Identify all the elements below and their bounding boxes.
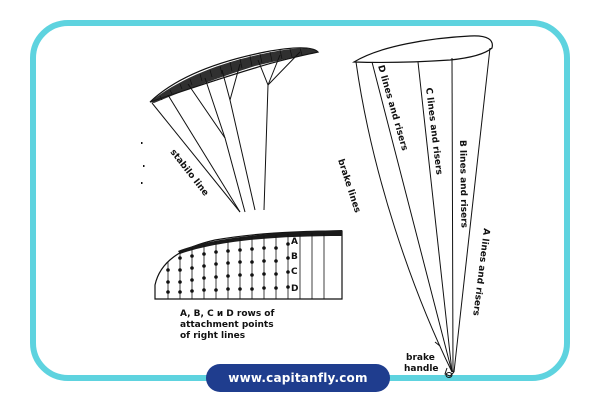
planform-leading-edge	[178, 230, 342, 254]
frame-border	[30, 20, 570, 381]
canopy-top-view: stabilo line	[141, 47, 320, 213]
planform-outline	[154, 230, 343, 300]
canopy-leading-edge	[150, 48, 318, 103]
attachment-points	[166, 242, 290, 294]
canopy-ribs	[159, 47, 303, 101]
c-lines-label: C lines and risers	[423, 87, 444, 175]
side-view: D lines and risers C lines and risers B …	[335, 35, 493, 378]
a-lines-label: A lines and risers	[470, 228, 491, 317]
caption-line-1: A, B, C и D rows of	[180, 309, 274, 319]
b-lines-label: B lines and risers	[457, 140, 469, 228]
row-d-label: D	[291, 284, 298, 294]
brake-handle-grip	[445, 372, 453, 378]
suspension-lines	[151, 51, 301, 213]
website-badge[interactable]: www.capitanfly.com	[206, 364, 390, 392]
brake-handle-label-2: handle	[404, 364, 439, 374]
row-c-label: C	[291, 267, 298, 277]
side-canopy	[351, 35, 493, 63]
caption-line-3: of right lines	[180, 331, 245, 341]
row-b-label: B	[291, 252, 298, 262]
caption-line-2: attachment points	[180, 320, 274, 330]
website-url: www.capitanfly.com	[228, 371, 368, 385]
stray-marks	[141, 142, 145, 184]
wing-planform: A B C D A, B, C и D rows of attachment p…	[154, 230, 343, 341]
brake-handle-label-1: brake	[406, 353, 435, 363]
stabilo-line-label: stabilo line	[168, 148, 211, 199]
planform-ribs	[167, 233, 325, 299]
brake-lines-label: brake lines	[335, 158, 362, 214]
row-a-label: A	[291, 237, 298, 247]
side-lines	[355, 47, 491, 373]
